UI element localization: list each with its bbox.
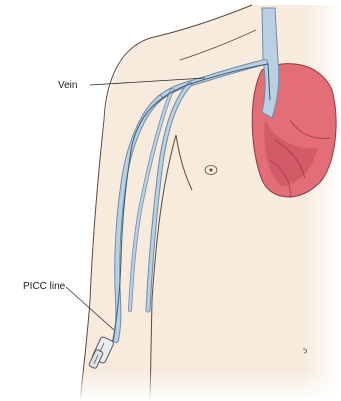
vein-label: Vein (58, 81, 77, 91)
picc-line-label: PICC line (23, 282, 65, 292)
